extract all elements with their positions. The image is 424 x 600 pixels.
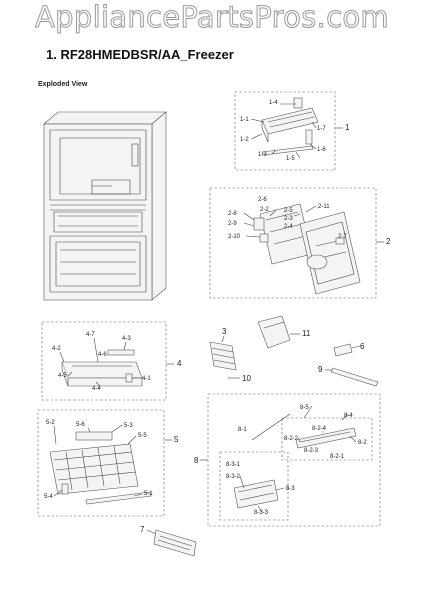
callout-5-6: 5-6 [76, 422, 85, 428]
callout-1-1: 1-1 [240, 117, 249, 123]
group-4-assembly: 4 4-7 4-3 4-6 4-2 4-5 4-4 4-1 [41, 321, 182, 401]
group-5-assembly: 5 5-2 5-6 5-3 5-5 5-4 5-1 [37, 409, 179, 517]
callout-8-3-1: 8-3-1 [226, 462, 241, 468]
callout-2-11: 2-11 [318, 204, 330, 210]
part-3: 3 [209, 327, 237, 371]
callout-8-2-1: 8-2-1 [330, 454, 345, 460]
callout-8-3-3: 8-3-3 [254, 510, 269, 516]
callout-2-4: 2-4 [284, 224, 293, 230]
callout-6: 6 [360, 342, 365, 351]
callout-1-4: 1-4 [269, 100, 278, 106]
callout-1-2: 1-2 [240, 137, 249, 143]
callout-2: 2 [386, 237, 391, 246]
callout-4-6: 4-6 [98, 352, 107, 358]
callout-3: 3 [222, 327, 227, 336]
diagram-subtitle: Exploded View [38, 81, 88, 88]
callout-8-4: 8-4 [344, 413, 353, 419]
callout-1: 1 [345, 123, 350, 132]
callout-8-3: 8-3 [286, 486, 295, 492]
group-1-assembly: 1 1-4 1-1 1-2 1-3 1-5 1-6 1-7 [234, 91, 350, 171]
refrigerator-cabinet [43, 111, 167, 301]
callout-5-1: 5-1 [144, 491, 153, 497]
callout-2-2: 2-2 [260, 207, 269, 213]
callout-4-3: 4-3 [122, 336, 131, 342]
part-11: 11 [257, 315, 311, 349]
callout-5-4: 5-4 [44, 494, 53, 500]
callout-2-6: 2-6 [258, 197, 267, 203]
part-7: 7 [140, 525, 197, 557]
callout-2-10: 2-10 [228, 234, 241, 240]
part-10: 10 [228, 374, 251, 383]
callout-4-2: 4-2 [52, 346, 61, 352]
callout-5-2: 5-2 [46, 420, 55, 426]
callout-1-5: 1-5 [286, 156, 295, 162]
callout-9: 9 [318, 365, 323, 374]
callout-8-2-3: 8-2-3 [304, 448, 319, 454]
callout-2-3: 2-3 [284, 216, 293, 222]
callout-8-2-2: 8-2-2 [284, 436, 299, 442]
watermark: AppliancePartsPros.com [35, 0, 390, 35]
callout-5: 5 [174, 435, 179, 444]
callout-2-7: 2-7 [338, 234, 347, 240]
group-8-assembly: 8 8-5 8-4 8-1 8-2 8-2-4 8-2-2 8-2-3 8-2-… [194, 393, 381, 527]
callout-4-7: 4-7 [86, 332, 95, 338]
callout-8-5: 8-5 [300, 405, 309, 411]
callout-10: 10 [242, 374, 251, 383]
callout-1-6: 1-6 [317, 147, 326, 153]
callout-4-4: 4-4 [92, 386, 101, 392]
part-9: 9 [318, 365, 379, 387]
callout-4: 4 [177, 359, 182, 368]
part-6: 6 [333, 342, 365, 357]
callout-7: 7 [140, 525, 145, 534]
callout-8-3-2: 8-3-2 [226, 474, 241, 480]
callout-5-5: 5-5 [138, 433, 147, 439]
callout-8-2-4: 8-2-4 [312, 426, 327, 432]
callout-4-5: 4-5 [58, 373, 67, 379]
callout-8-2: 8-2 [358, 440, 367, 446]
callout-4-1: 4-1 [142, 376, 151, 382]
callout-8-1: 8-1 [238, 427, 247, 433]
group-2-assembly: 2 2-6 2-8 2-9 2-10 2-5 2-3 2-4 2-2 2-11 … [209, 187, 391, 299]
callout-1-3: 1-3 [258, 152, 267, 158]
callout-1-7: 1-7 [317, 126, 326, 132]
callout-5-3: 5-3 [124, 423, 133, 429]
callout-2-9: 2-9 [228, 221, 237, 227]
diagram-title: 1. RF28HMEDBSR/AA_Freezer [46, 47, 234, 62]
callout-8: 8 [194, 456, 199, 465]
callout-11: 11 [302, 329, 311, 338]
callout-2-5: 2-5 [284, 208, 293, 214]
callout-2-8: 2-8 [228, 211, 237, 217]
